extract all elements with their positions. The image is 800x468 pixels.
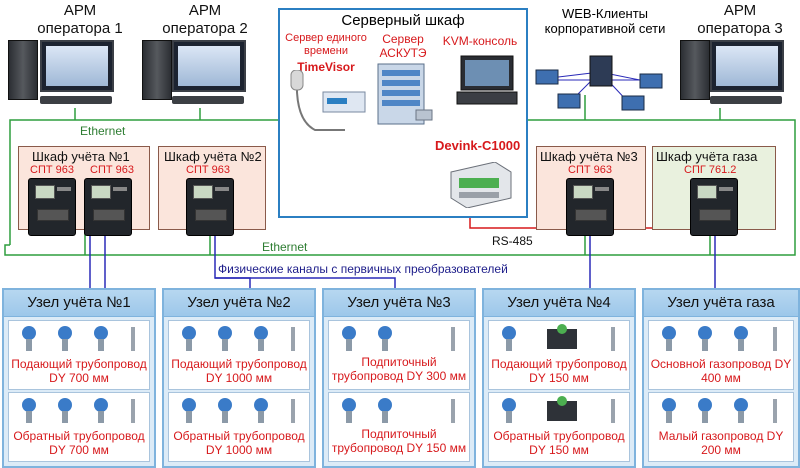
metering-node-1-title: Узел учёта №1	[4, 290, 154, 317]
pipe-label: Подпиточный трубопровод DY 150 мм	[331, 427, 467, 455]
keyboard-1-icon	[40, 96, 112, 104]
rs485-label: RS-485	[492, 234, 533, 248]
pipe-label: Обратный трубопровод DY 1000 мм	[173, 429, 305, 457]
metering-node-4-title: Узел учёта №4	[484, 290, 634, 317]
pc-tower-3-icon	[680, 40, 710, 100]
metering-node-gas-title: Узел учёта газа	[644, 290, 798, 317]
pc-tower-1-icon	[8, 40, 38, 100]
pipe-section: Малый газопровод DY 200 мм	[648, 392, 794, 462]
pipe-section: Подающий трубопровод DY 700 мм	[8, 320, 150, 390]
heat-meter-icon	[566, 178, 614, 236]
kvm-console-label: KVM-консоль	[442, 34, 518, 48]
pipe-section: Обратный трубопровод DY 1000 мм	[168, 392, 310, 462]
pipe-section: Подпиточный трубопровод DY 300 мм	[328, 320, 470, 390]
ethernet-top-label: Ethernet	[80, 124, 126, 138]
monitor-2-icon	[172, 40, 246, 92]
gas-meter-icon	[690, 178, 738, 236]
heat-meter-icon	[186, 178, 234, 236]
physical-channel-4	[215, 277, 396, 288]
sensors-icon	[662, 398, 777, 423]
pipe-label: Подающий трубопровод DY 1000 мм	[171, 357, 307, 385]
time-server-label: Сервер единого времени	[285, 32, 367, 57]
sensors-icon	[342, 326, 455, 351]
heat-meter-icon	[28, 178, 76, 236]
monitor-3-icon	[710, 40, 784, 92]
sensors-icon	[342, 398, 455, 423]
physical-channels-label: Физические каналы с первичных преобразов…	[218, 262, 508, 276]
ethernet-bottom-line	[4, 244, 796, 256]
pipe-section: Основной газопровод DY 400 мм	[648, 320, 794, 390]
metering-node-3: Узел учёта №3 Подпиточный трубопровод DY…	[322, 288, 476, 468]
monitor-1-icon	[40, 40, 114, 92]
cabinet-1-device-2: СПТ 963	[90, 164, 134, 176]
askute-server-icon	[377, 63, 433, 125]
metering-node-gas: Узел учёта газа Основной газопровод DY 4…	[642, 288, 800, 468]
metering-node-4: Узел учёта №4 Подающий трубопровод DY 15…	[482, 288, 636, 468]
metering-node-3-title: Узел учёта №3	[324, 290, 474, 317]
gps-antenna-icon	[290, 70, 366, 131]
sensors-icon	[662, 326, 777, 351]
sensors-icon	[182, 326, 295, 351]
cabinet-1-device-1: СПТ 963	[30, 164, 74, 176]
metering-node-1: Узел учёта №1 Подающий трубопровод DY 70…	[2, 288, 156, 468]
web-clients-icon	[535, 55, 663, 111]
gateway-name: Devink-C1000	[435, 138, 521, 153]
sensors-icon	[502, 324, 615, 351]
pipe-section: Подпиточный трубопровод DY 150 мм	[328, 392, 470, 462]
workstation-1-label: АРМ оператора 1	[37, 2, 123, 37]
kvm-console-icon	[456, 55, 518, 105]
cabinet-3-title: Шкаф учёта №3	[540, 149, 638, 164]
devink-gateway-icon	[450, 162, 512, 208]
pipe-label: Малый газопровод DY 200 мм	[658, 429, 784, 457]
pipe-label: Обратный трубопровод DY 150 мм	[493, 429, 625, 457]
heat-meter-icon	[84, 178, 132, 236]
pc-tower-2-icon	[142, 40, 172, 100]
askute-server-label: Сервер АСКУТЭ	[379, 32, 427, 60]
pipe-section: Подающий трубопровод DY 150 мм	[488, 320, 630, 390]
cabinet-2-device-1: СПТ 963	[186, 164, 230, 176]
cabinet-2-title: Шкаф учёта №2	[164, 149, 262, 164]
metering-node-2: Узел учёта №2 Подающий трубопровод DY 10…	[162, 288, 316, 468]
physical-channel-3	[214, 228, 251, 288]
metering-node-2-title: Узел учёта №2	[164, 290, 314, 317]
pipe-label: Подающий трубопровод DY 700 мм	[11, 357, 147, 385]
cabinet-1-title: Шкаф учёта №1	[32, 149, 130, 164]
pipe-section: Обратный трубопровод DY 150 мм	[488, 392, 630, 462]
gas-cabinet-device-1: СПГ 761.2	[684, 164, 737, 176]
server-cabinet-title: Серверный шкаф	[341, 12, 465, 29]
pipe-label: Основной газопровод DY 400 мм	[650, 357, 792, 385]
pipe-section: Подающий трубопровод DY 1000 мм	[168, 320, 310, 390]
keyboard-3-icon	[710, 96, 782, 104]
gas-cabinet-title: Шкаф учёта газа	[656, 149, 758, 164]
time-server-name: TimeVisor	[297, 60, 355, 74]
ethernet-bottom-label: Ethernet	[262, 240, 308, 254]
sensors-icon	[22, 398, 135, 423]
pipe-label: Подающий трубопровод DY 150 мм	[491, 357, 627, 385]
cabinet-3-device-1: СПТ 963	[568, 164, 612, 176]
sensors-icon	[22, 326, 135, 351]
pipe-label: Подпиточный трубопровод DY 300 мм	[331, 355, 467, 383]
pipe-section: Обратный трубопровод DY 700 мм	[8, 392, 150, 462]
sensors-icon	[502, 396, 615, 423]
workstation-3-label: АРМ оператора 3	[697, 2, 783, 37]
sensors-icon	[182, 398, 295, 423]
keyboard-2-icon	[172, 96, 244, 104]
web-clients-label: WEB-Клиенты корпоративной сети	[544, 6, 666, 36]
workstation-2-label: АРМ оператора 2	[162, 2, 248, 37]
pipe-label: Обратный трубопровод DY 700 мм	[13, 429, 145, 457]
